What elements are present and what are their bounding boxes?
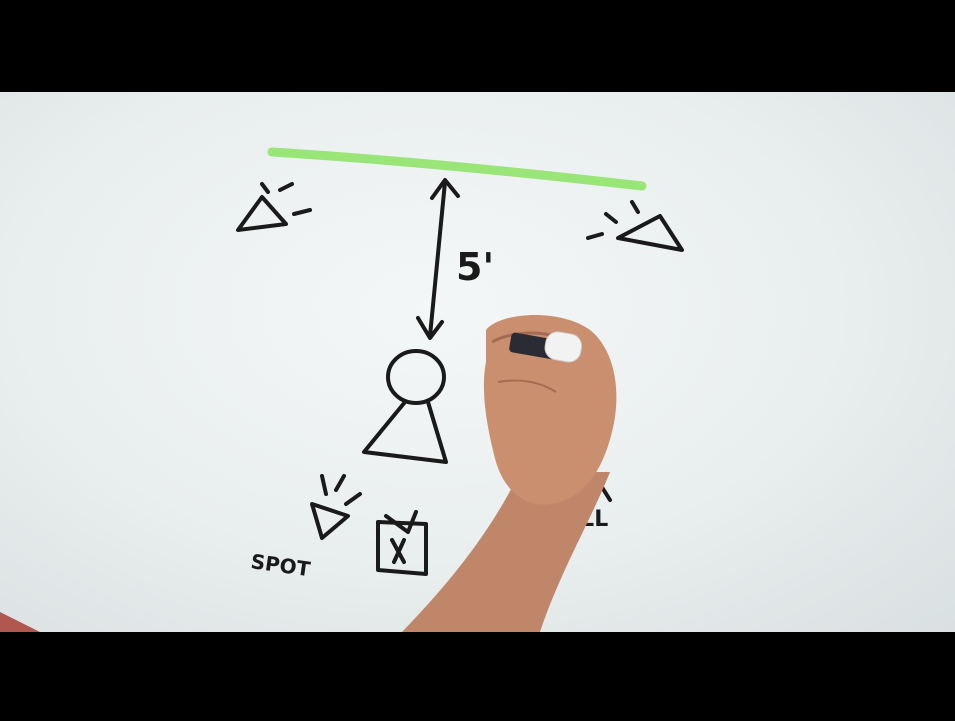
subject-figure — [364, 351, 446, 462]
background-light-left — [238, 184, 310, 230]
whiteboard-drawing: 5' SPOT ILL — [0, 92, 955, 632]
video-frame[interactable]: 5' SPOT ILL — [0, 92, 955, 632]
distance-arrow — [418, 180, 458, 338]
background-light-right — [588, 202, 682, 250]
arm — [402, 472, 610, 632]
background-line — [272, 152, 642, 186]
letterbox-top — [0, 0, 955, 92]
distance-label: 5' — [456, 245, 494, 289]
spot-light — [312, 476, 360, 538]
letterbox-bottom — [0, 632, 955, 721]
edge-object — [0, 612, 40, 632]
camera-icon — [378, 512, 426, 574]
hand-with-marker — [402, 315, 616, 632]
spot-label: SPOT — [249, 549, 312, 581]
